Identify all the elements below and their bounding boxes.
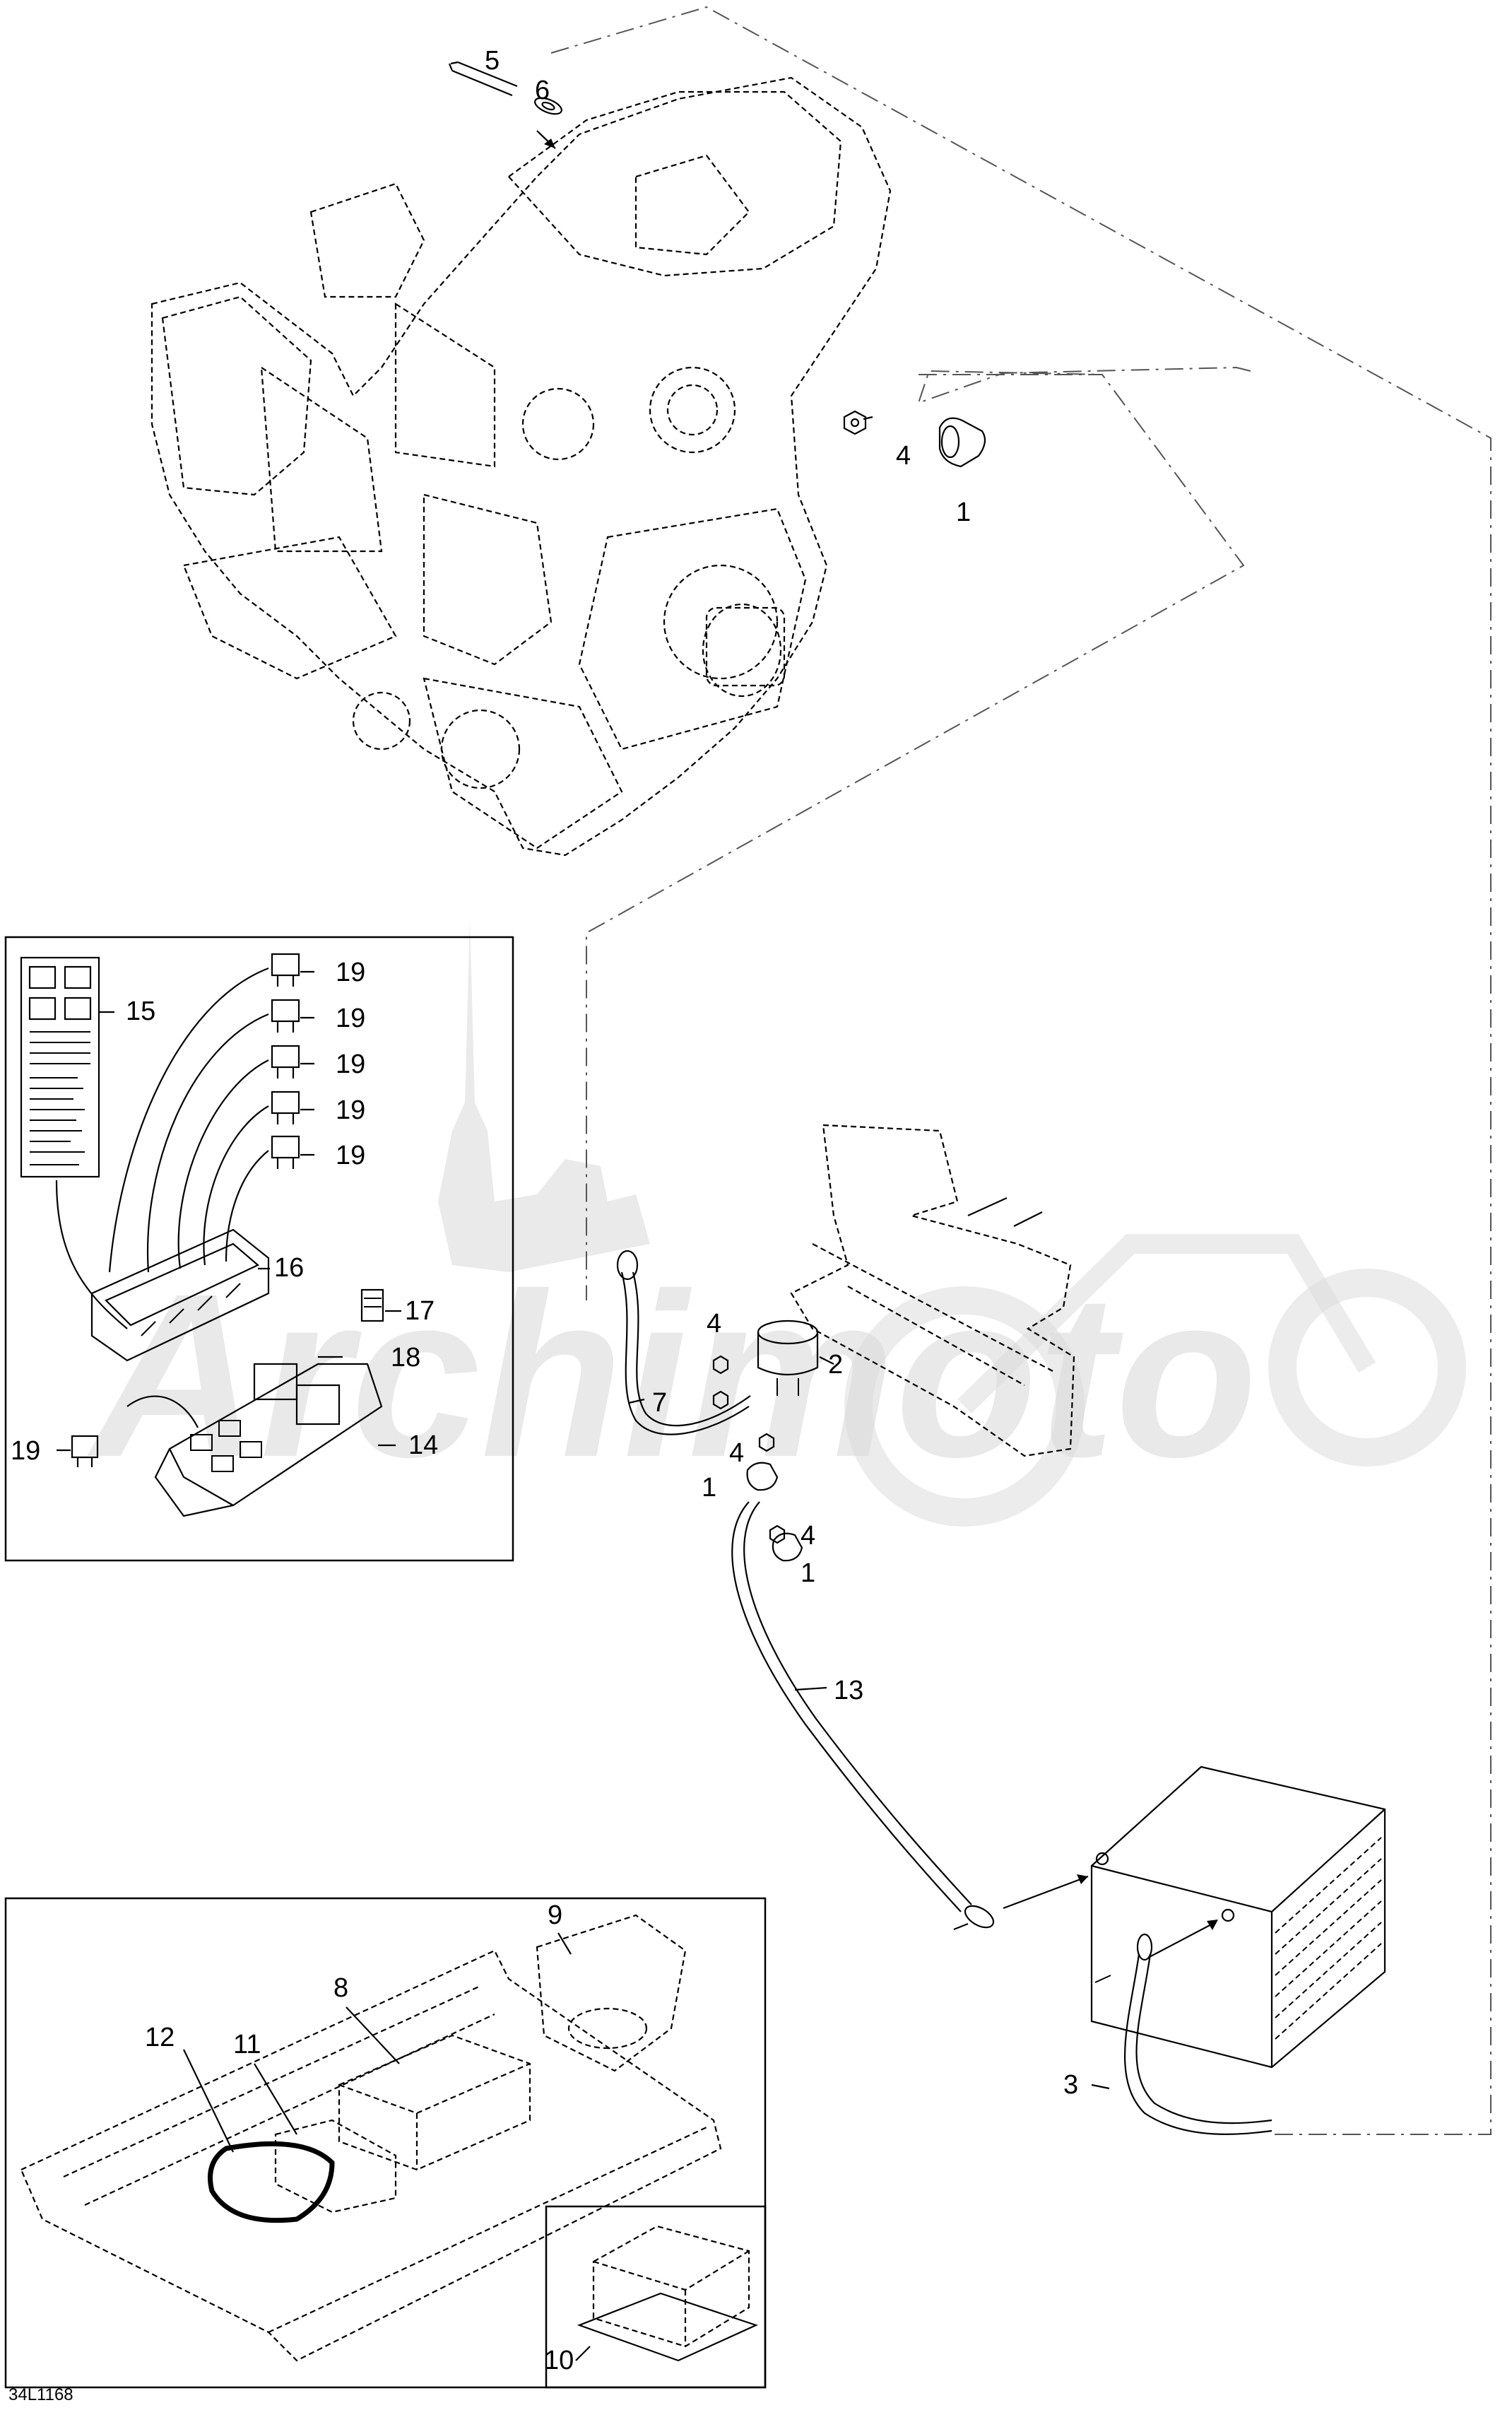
callout-19: 19 [336,958,365,987]
callout-13: 13 [834,1676,863,1705]
battery-10 [577,2225,759,2362]
gasket-12 [208,2141,335,2223]
bracket-bolts [967,1197,1043,1227]
nuts-4-solenoid [712,1355,786,1544]
battery [1090,1765,1386,2069]
fuse-box-inset [4,936,514,1562]
mounting-bracket [790,1124,1075,1457]
cable-7 [616,1250,751,1435]
callout-15: 15 [126,997,155,1026]
callout-1: 1 [702,1473,716,1503]
callout-1: 1 [801,1558,815,1588]
callout-18: 18 [391,1343,420,1372]
callouts: 5 6 4 1 15 19 19 19 19 19 16 17 18 19 14… [11,46,1078,2375]
callout-9: 9 [548,1900,562,1930]
watermark: Archimoto [85,919,1466,1527]
cable-3 [1094,1933,1272,2135]
callout-11: 11 [233,2030,261,2059]
diagram-reference: 34L1168 [8,2385,73,2404]
battery-strap-11 [274,2119,397,2214]
relay-17 [360,1288,384,1322]
callout-2: 2 [828,1350,843,1380]
callout-19: 19 [11,1436,40,1466]
callout-4: 4 [801,1521,815,1551]
cap-1-engine [938,417,986,468]
callout-8: 8 [333,1973,348,2003]
nut-4-engine [843,410,867,435]
callout-16: 16 [274,1253,304,1283]
callout-7: 7 [652,1388,667,1418]
callout-19: 19 [336,1050,365,1079]
fuse-19-single [71,1435,99,1467]
fuse-box-base-14 [154,1363,383,1517]
callout-12: 12 [145,2023,175,2052]
watermark-wheel-rear [1268,1269,1466,1466]
callout-19: 19 [336,1095,365,1125]
callout-4: 4 [729,1438,744,1468]
watermark-wheel-front [844,1286,1085,1527]
callout-4: 4 [896,441,911,471]
callout-19: 19 [336,1141,365,1170]
phantom-lines [550,6,1492,2135]
solenoid-2 [757,1319,819,1396]
callout-14: 14 [408,1430,438,1460]
watermark-frame [957,1234,1376,1414]
callout-17: 17 [405,1296,435,1326]
tray-leaders [183,1932,572,2153]
callout-10: 10 [544,2346,574,2375]
fuse-label-sheet [20,956,100,1178]
battery-8 [338,2034,531,2171]
cable-13 [731,1501,995,1929]
watermark-spire [438,919,650,1272]
engine-assembly [150,76,892,857]
callout-5: 5 [485,46,500,76]
fuse-box-cover-16 [90,1228,270,1362]
callout-4: 4 [707,1309,721,1339]
bolt-5 [448,61,562,115]
battery-10-subinset [545,2205,767,2389]
fuse-19-stack [271,953,314,1169]
callout-6: 6 [535,76,550,105]
battery-tray-inset [4,1897,767,2389]
callout-3: 3 [1063,2070,1078,2100]
caps-1-solenoid [746,1462,803,1562]
battery-bracket-9 [536,1914,687,2072]
callout-19: 19 [336,1004,365,1033]
fuse-arrows [55,967,269,1428]
callout-1: 1 [956,498,971,527]
battery-tray-frame [20,1949,722,2362]
